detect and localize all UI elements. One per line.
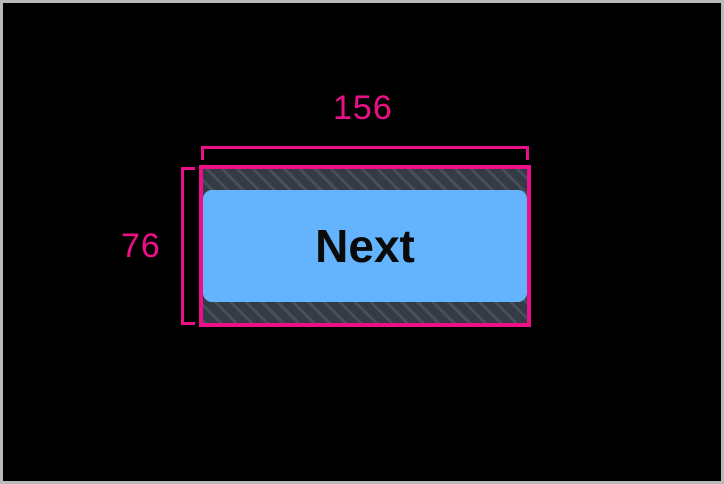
next-button[interactable]: Next bbox=[203, 190, 527, 302]
width-bracket-tick-left bbox=[201, 146, 204, 160]
next-button-label: Next bbox=[315, 220, 415, 272]
height-measurement-label: 76 bbox=[121, 227, 161, 265]
width-measurement-label: 156 bbox=[333, 89, 393, 127]
element-padding-hatch: Next bbox=[203, 169, 527, 323]
width-bracket-bar bbox=[201, 146, 529, 149]
measured-element-outline[interactable]: Next bbox=[199, 165, 531, 327]
width-bracket-tick-right bbox=[526, 146, 529, 160]
height-bracket-tick-top bbox=[181, 167, 195, 170]
height-dimension-bracket bbox=[181, 167, 195, 325]
inspector-canvas: 156 76 Next bbox=[3, 3, 721, 481]
height-bracket-tick-bottom bbox=[181, 322, 195, 325]
height-bracket-bar bbox=[181, 167, 184, 325]
width-dimension-bracket bbox=[201, 146, 529, 160]
